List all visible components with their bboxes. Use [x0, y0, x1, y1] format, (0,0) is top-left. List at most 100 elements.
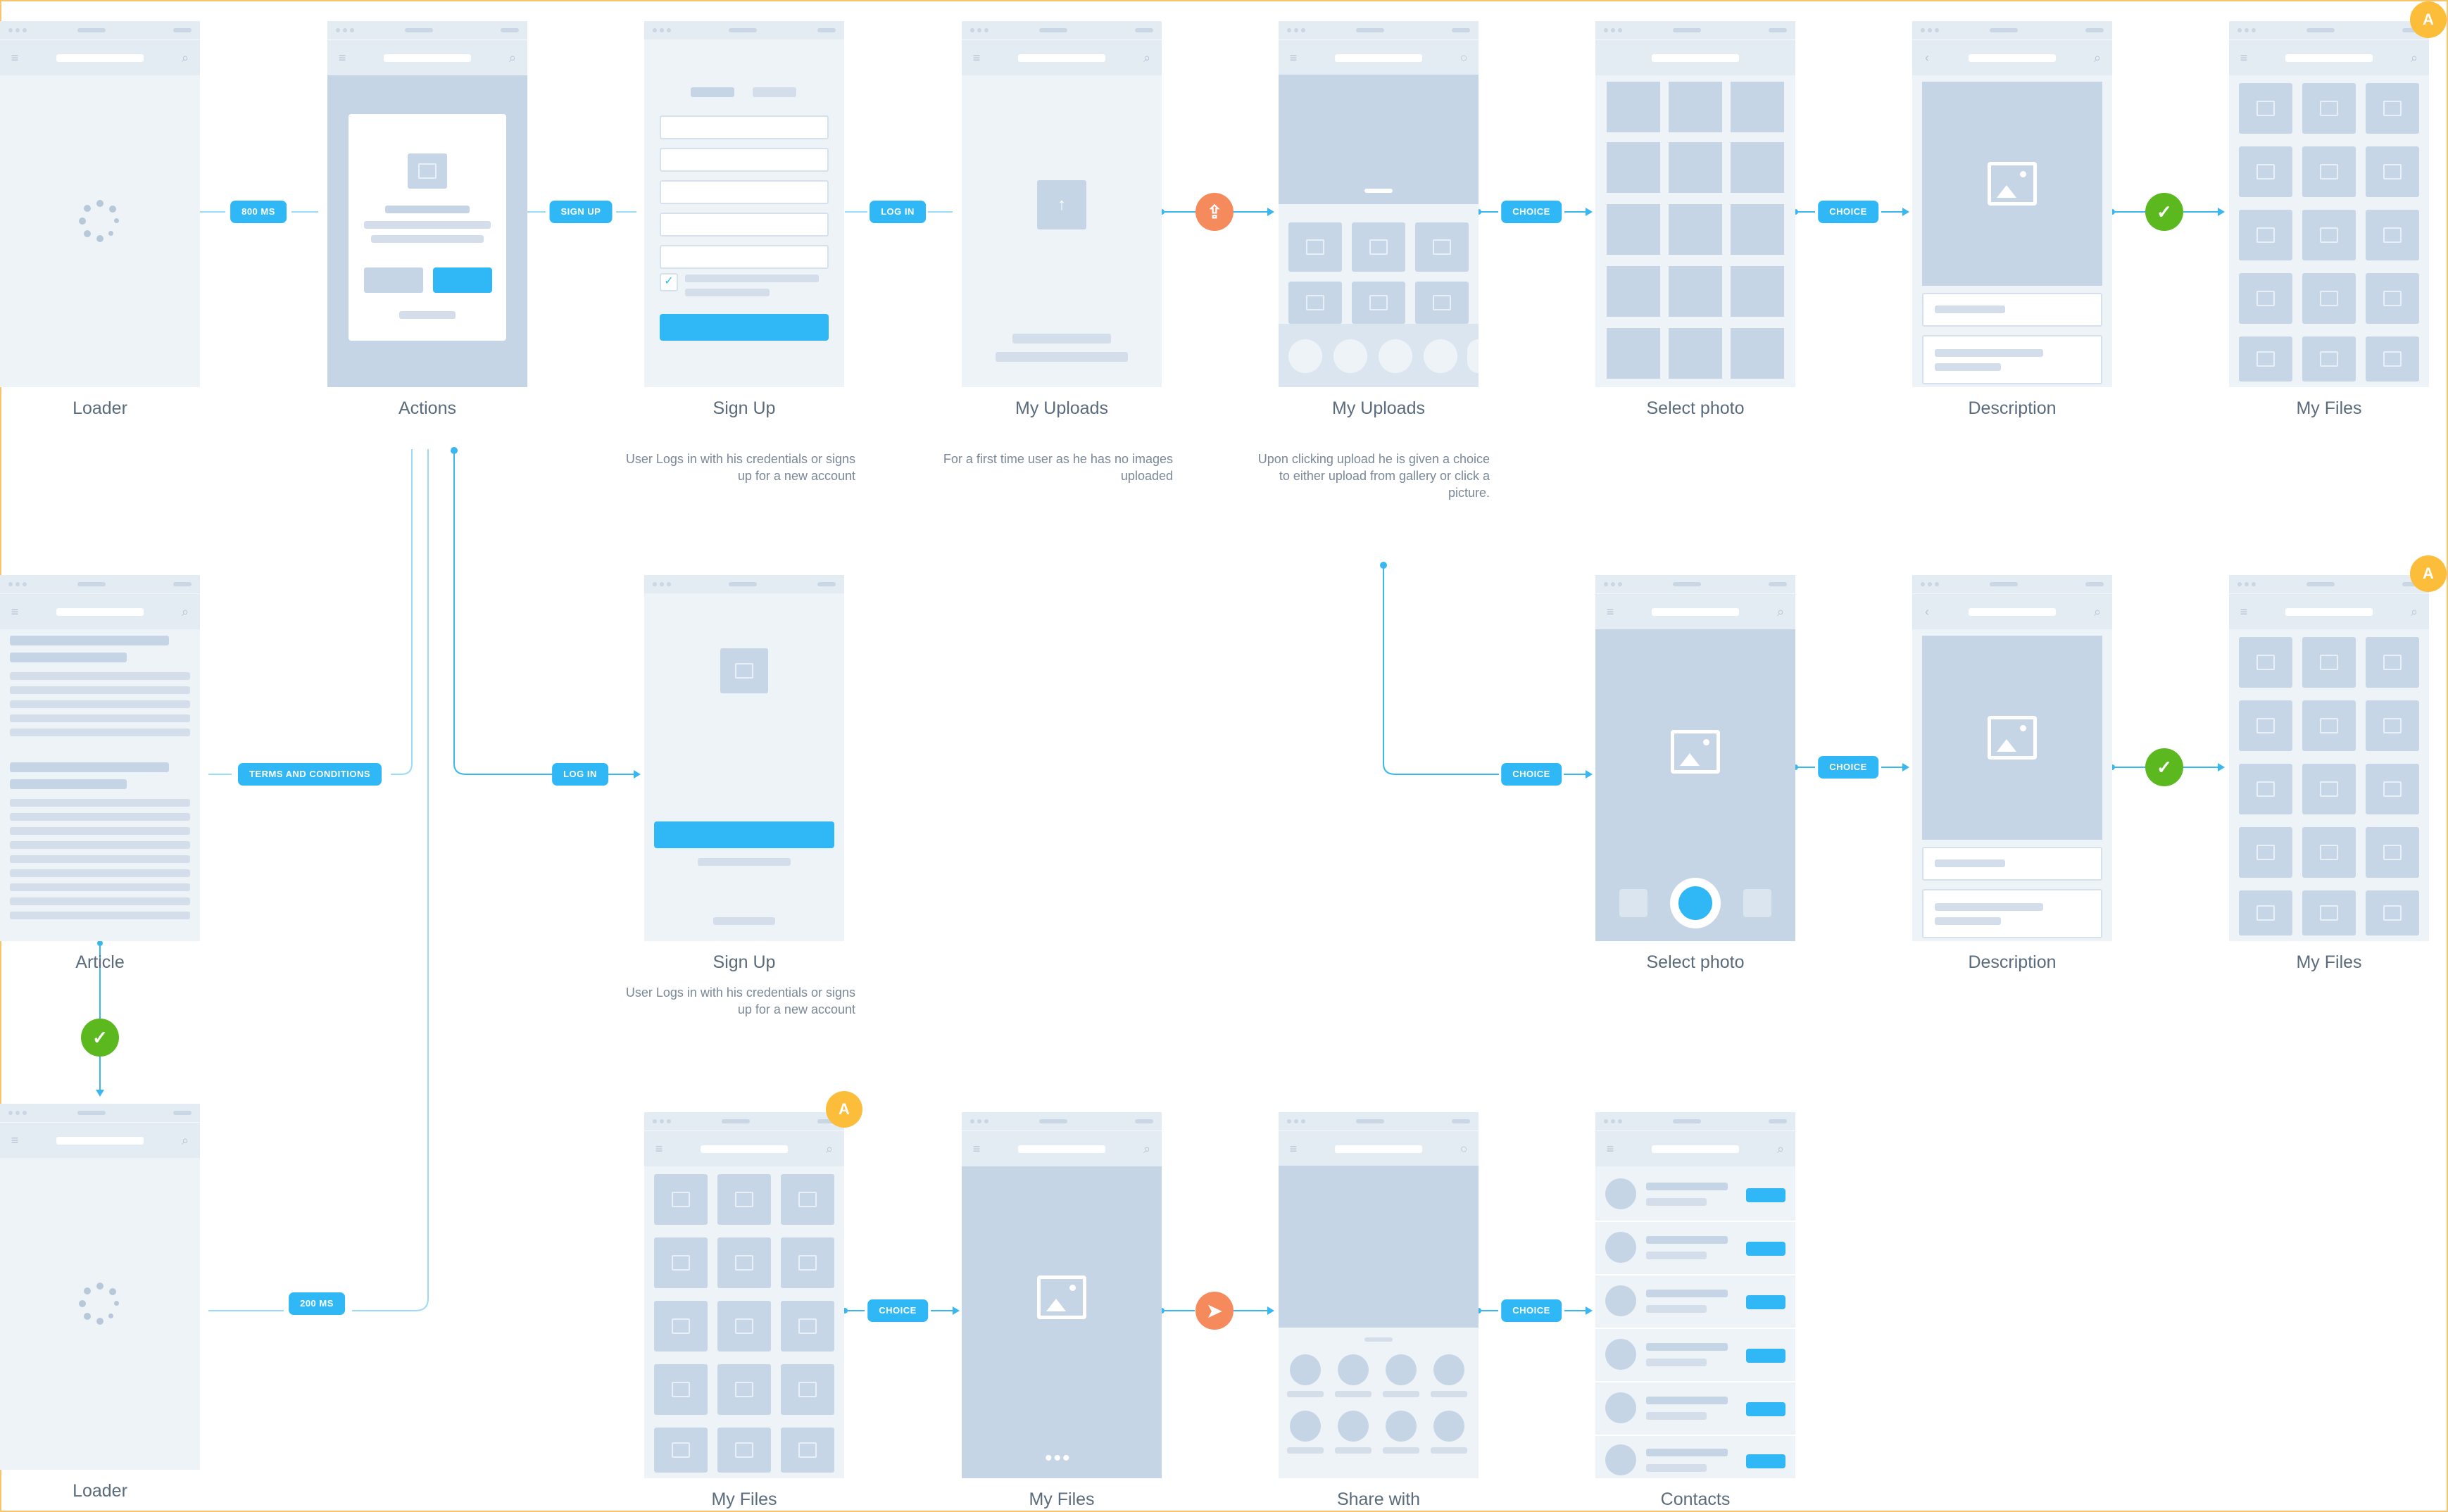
- drive-option[interactable]: [1424, 339, 1457, 373]
- tab-log-in[interactable]: [753, 87, 796, 97]
- phone-field[interactable]: [660, 180, 829, 204]
- contact-avatar-icon[interactable]: [1290, 1411, 1321, 1442]
- screen-note: User Logs in with his credentials or sig…: [625, 452, 855, 483]
- title-field[interactable]: [1922, 293, 2102, 327]
- screen-my-uploads-empty[interactable]: ≡ ⌕ ↑: [962, 21, 1162, 387]
- search-icon[interactable]: ⌕: [1143, 1142, 1151, 1156]
- contact-avatar-icon[interactable]: [1386, 1354, 1417, 1385]
- menu-icon[interactable]: ≡: [972, 1142, 981, 1156]
- screen-description[interactable]: ‹⌕: [1912, 575, 2112, 941]
- primary-action-button[interactable]: [433, 267, 492, 293]
- title-field[interactable]: [1922, 847, 2102, 881]
- search-icon[interactable]: ⌕: [2410, 605, 2418, 619]
- upload-placeholder-icon[interactable]: ↑: [1037, 180, 1086, 229]
- screen-my-files[interactable]: ≡⌕: [644, 1112, 844, 1478]
- gallery-icon[interactable]: [1619, 889, 1647, 917]
- files-option[interactable]: [1379, 339, 1412, 373]
- contact-avatar-icon[interactable]: [1433, 1354, 1464, 1385]
- contact-avatar-icon[interactable]: [1386, 1411, 1417, 1442]
- menu-icon[interactable]: ≡: [1289, 51, 1298, 65]
- search-icon[interactable]: ⌕: [508, 51, 517, 65]
- screen-loader[interactable]: ≡⌕: [0, 21, 200, 387]
- screen-label: Actions: [398, 398, 456, 418]
- switch-camera-icon[interactable]: [1743, 889, 1771, 917]
- contact-avatar-icon[interactable]: [1433, 1411, 1464, 1442]
- search-icon[interactable]: ⌕: [1143, 51, 1151, 65]
- screen-select-photo-gallery[interactable]: [1595, 21, 1795, 387]
- menu-icon[interactable]: ≡: [338, 51, 346, 65]
- screen-loader[interactable]: ≡⌕: [0, 1104, 200, 1470]
- screen-log-in[interactable]: [644, 575, 844, 941]
- screen-label: Description: [1968, 952, 2057, 972]
- email-field[interactable]: [660, 148, 829, 172]
- screen-description[interactable]: ‹⌕: [1912, 21, 2112, 387]
- screen-actions[interactable]: ≡⌕: [327, 21, 527, 387]
- contact-avatar-icon[interactable]: [1338, 1411, 1369, 1442]
- description-field[interactable]: [1922, 889, 2102, 938]
- more-icon[interactable]: •••: [1045, 1447, 1072, 1470]
- contact-row[interactable]: [1595, 1329, 1795, 1382]
- menu-icon[interactable]: ≡: [655, 1142, 663, 1156]
- log-in-button[interactable]: [654, 821, 834, 848]
- search-icon[interactable]: ⌕: [2093, 605, 2102, 619]
- contact-row[interactable]: [1595, 1382, 1795, 1436]
- screen-contacts[interactable]: ≡⌕: [1595, 1112, 1795, 1478]
- menu-icon[interactable]: ≡: [11, 1133, 19, 1147]
- menu-icon[interactable]: ≡: [11, 51, 19, 65]
- back-icon[interactable]: ‹: [1925, 51, 1929, 65]
- secondary-action-button[interactable]: [364, 267, 423, 293]
- terms-checkbox[interactable]: ✓: [660, 273, 678, 291]
- menu-icon[interactable]: ≡: [11, 605, 19, 619]
- contact-row[interactable]: [1595, 1168, 1795, 1222]
- screen-share-with[interactable]: ≡○: [1279, 1112, 1479, 1478]
- confirm-password-field[interactable]: [660, 245, 829, 269]
- back-icon[interactable]: ‹: [1925, 605, 1929, 619]
- screen-image-viewer[interactable]: ≡ ⌕ •••: [962, 1112, 1162, 1478]
- search-icon[interactable]: ⌕: [2093, 51, 2102, 65]
- transition-tag: CHOICE: [1818, 756, 1878, 779]
- camera-option[interactable]: [1333, 339, 1367, 373]
- menu-icon[interactable]: ≡: [1606, 1142, 1614, 1156]
- screen-note: For a first time user as he has no image…: [943, 452, 1173, 483]
- contact-row[interactable]: [1595, 1275, 1795, 1329]
- transition-tag: CHOICE: [1501, 763, 1562, 786]
- menu-icon[interactable]: ≡: [1606, 605, 1614, 619]
- settings-icon[interactable]: ○: [1460, 51, 1468, 65]
- menu-icon[interactable]: ≡: [1289, 1142, 1298, 1156]
- check-icon: ✓: [2145, 748, 2183, 786]
- menu-icon[interactable]: ≡: [2240, 605, 2248, 619]
- screen-article[interactable]: ≡⌕: [0, 575, 200, 941]
- screen-label: My Uploads: [1332, 398, 1425, 418]
- search-icon[interactable]: ⌕: [181, 51, 189, 65]
- search-icon[interactable]: ⌕: [1776, 605, 1785, 619]
- menu-icon[interactable]: ≡: [972, 51, 981, 65]
- screen-label: Contacts: [1660, 1489, 1731, 1509]
- name-field[interactable]: [660, 115, 829, 139]
- menu-icon[interactable]: ≡: [2240, 51, 2248, 65]
- screen-my-files[interactable]: ≡⌕: [2229, 21, 2429, 387]
- contact-row[interactable]: [1595, 1222, 1795, 1275]
- password-field[interactable]: [660, 213, 829, 237]
- search-icon[interactable]: ⌕: [1776, 1142, 1785, 1156]
- screen-select-photo-camera[interactable]: ≡⌕: [1595, 575, 1795, 941]
- description-field[interactable]: [1922, 335, 2102, 384]
- tab-sign-up[interactable]: [691, 87, 734, 97]
- search-icon[interactable]: ⌕: [2410, 51, 2418, 65]
- settings-icon[interactable]: ○: [1460, 1142, 1468, 1156]
- contact-avatar-icon[interactable]: [1338, 1354, 1369, 1385]
- contact-row[interactable]: [1595, 1436, 1795, 1478]
- transition-tag: LOG IN: [870, 201, 926, 223]
- contact-avatar-icon[interactable]: [1290, 1354, 1321, 1385]
- shutter-button[interactable]: [1670, 878, 1721, 928]
- screen-my-uploads-choice[interactable]: ≡○: [1279, 21, 1479, 387]
- gallery-option[interactable]: [1288, 339, 1322, 373]
- screen-my-files[interactable]: ≡⌕: [2229, 575, 2429, 941]
- sign-up-button[interactable]: [660, 314, 829, 341]
- image-icon: [1037, 1275, 1086, 1319]
- search-icon[interactable]: ⌕: [181, 1133, 189, 1147]
- search-icon[interactable]: ⌕: [825, 1142, 834, 1156]
- screen-sign-up[interactable]: ✓: [644, 21, 844, 387]
- screen-label: Article: [75, 952, 125, 972]
- search-icon[interactable]: ⌕: [181, 605, 189, 619]
